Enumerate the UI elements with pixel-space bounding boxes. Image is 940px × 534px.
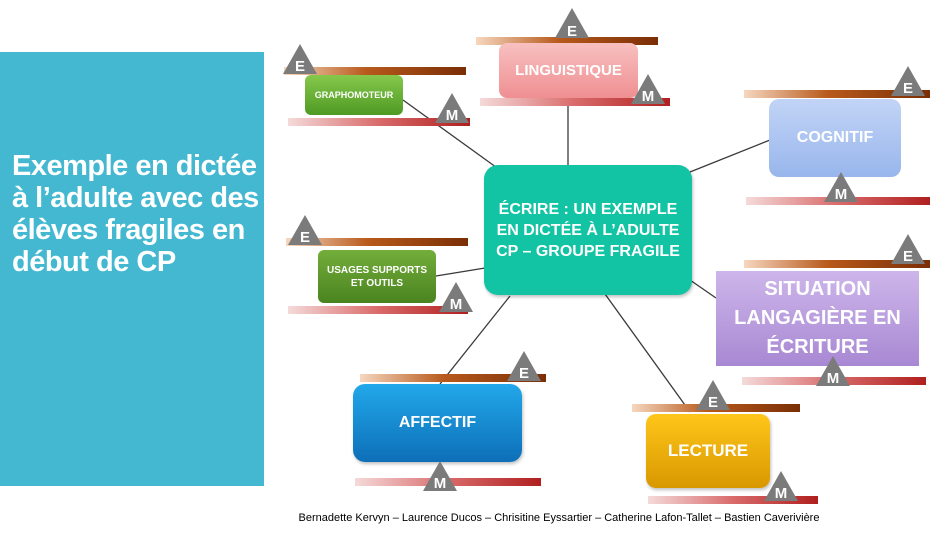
m-marker-cognitif-label: M	[834, 186, 848, 203]
m-marker-cognitif-triangle	[824, 172, 858, 202]
e-marker-graphomoteur-label: E	[294, 58, 305, 75]
e-marker-lecture-label: E	[707, 394, 718, 411]
connector-graphomoteur	[402, 99, 501, 171]
m-marker-affectif-label: M	[433, 475, 447, 492]
m-marker-graphomoteur-label: M	[445, 107, 459, 124]
m-marker-situation-label: M	[826, 370, 840, 387]
node-usages: USAGES SUPPORTS ET OUTILS	[318, 250, 436, 303]
m-marker-graphomoteur-triangle	[435, 93, 469, 123]
node-usages-label: USAGES SUPPORTS ET OUTILS	[326, 264, 428, 289]
e-bar-cognitif	[744, 90, 930, 98]
m-marker-lecture-triangle	[764, 471, 798, 501]
node-situation-label: SITUATION LANGAGIÈRE EN ÉCRITURE	[734, 278, 901, 358]
e-marker-cognitif-label: E	[902, 80, 913, 97]
connector-usages	[435, 267, 486, 277]
node-graphomoteur: GRAPHOMOTEUR	[305, 75, 403, 115]
slide-title: Exemple en dictée à l’adulte avec des él…	[12, 150, 259, 278]
node-linguistique-label: LINGUISTIQUE	[515, 61, 622, 79]
node-situation: SITUATION LANGAGIÈRE EN ÉCRITURE	[716, 271, 919, 366]
m-bar-linguistique	[480, 98, 670, 106]
m-marker-usages-triangle	[439, 282, 473, 312]
e-marker-affectif-triangle	[507, 351, 541, 381]
node-graphomoteur-label: GRAPHOMOTEUR	[314, 89, 394, 100]
e-bar-linguistique	[476, 37, 658, 45]
center-node: ÉCRIRE : UN EXEMPLE EN DICTÉE À L’ADULTE…	[484, 165, 692, 295]
node-cognitif: COGNITIF	[769, 99, 901, 177]
m-marker-usages-label: M	[449, 296, 463, 313]
e-marker-linguistique-label: E	[566, 23, 577, 40]
node-cognitif-label: COGNITIF	[796, 129, 874, 146]
m-bar-lecture	[648, 496, 818, 504]
m-marker-linguistique-triangle	[631, 74, 665, 104]
e-marker-lecture-triangle	[696, 380, 730, 410]
center-node-label: ÉCRIRE : UN EXEMPLE EN DICTÉE À L’ADULTE…	[496, 200, 680, 260]
e-bar-affectif	[360, 374, 546, 382]
e-marker-situation-label: E	[902, 248, 913, 265]
e-marker-linguistique-triangle	[555, 8, 589, 38]
m-bar-graphomoteur	[288, 118, 470, 126]
node-lecture-label: LECTURE	[667, 441, 749, 460]
connector-lecture	[604, 293, 691, 413]
e-marker-affectif-label: E	[518, 365, 529, 382]
e-bar-usages	[286, 238, 468, 246]
e-marker-cognitif-triangle	[891, 66, 925, 96]
connector-situation	[689, 279, 717, 299]
e-bar-graphomoteur	[284, 67, 466, 75]
m-marker-linguistique-label: M	[641, 88, 655, 105]
m-bar-usages	[288, 306, 468, 314]
node-lecture: LECTURE	[646, 414, 770, 488]
title-panel	[0, 52, 264, 486]
m-marker-affectif-triangle	[423, 461, 457, 491]
node-affectif-label: AFFECTIF	[398, 414, 477, 431]
e-bar-situation	[744, 260, 930, 268]
credits: Bernadette Kervyn – Laurence Ducos – Chr…	[298, 512, 820, 524]
e-marker-graphomoteur-triangle	[283, 44, 317, 74]
node-affectif: AFFECTIF	[353, 384, 522, 462]
m-marker-situation-triangle	[816, 356, 850, 386]
node-linguistique: LINGUISTIQUE	[499, 43, 638, 98]
connector-affectif	[439, 295, 511, 385]
e-marker-situation-triangle	[891, 234, 925, 264]
e-marker-usages-triangle	[288, 215, 322, 245]
e-marker-usages-label: E	[299, 229, 310, 246]
connector-cognitif	[689, 139, 771, 173]
m-marker-lecture-label: M	[774, 485, 788, 502]
